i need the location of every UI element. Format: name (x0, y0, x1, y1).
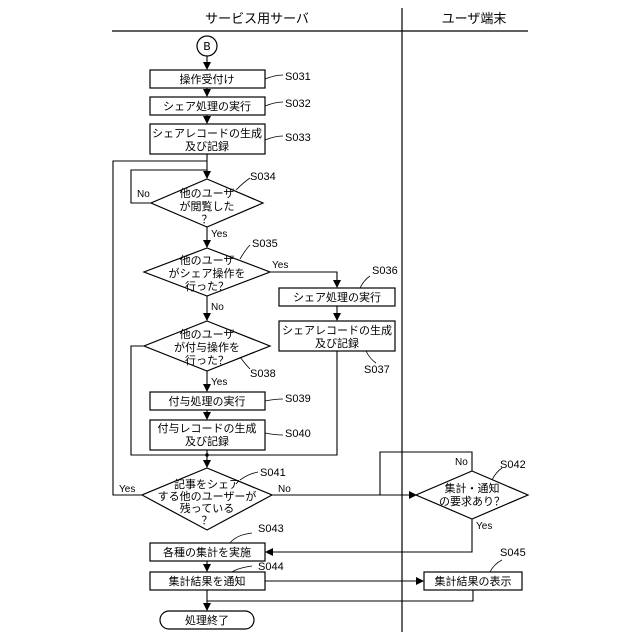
step-s033-line1: シェアレコードの生成 (152, 126, 262, 140)
ref-s034: S034 (250, 171, 276, 183)
s035-no-label: No (211, 302, 224, 313)
step-s031-text: 操作受付け (180, 72, 235, 86)
ref-s040: S040 (285, 428, 311, 440)
leader-s035 (240, 245, 250, 259)
step-s040-line1: 付与レコードの生成 (158, 421, 257, 435)
step-s037-line2: 及び記録 (315, 336, 359, 350)
s041-no-label: No (278, 484, 291, 495)
merge-point (205, 453, 209, 457)
decision-s038-line1: 他のユーザ (180, 328, 235, 341)
ref-s037: S037 (364, 364, 390, 376)
ref-s044: S044 (258, 561, 284, 573)
leader-s045 (490, 560, 502, 572)
ref-s031: S031 (285, 71, 311, 83)
ref-s035: S035 (252, 238, 278, 250)
leader-s041 (240, 472, 258, 480)
line-s045-back (207, 590, 473, 601)
step-s036-text: シェア処理の実行 (293, 290, 381, 304)
decision-s034-line2: が閲覧した (180, 199, 235, 213)
ref-s033: S033 (285, 132, 311, 144)
step-s033-line2: 及び記録 (185, 139, 229, 153)
leader-s044 (232, 566, 252, 572)
step-s032-text: シェア処理の実行 (163, 99, 251, 113)
decision-s034-line3: ？ (202, 213, 213, 226)
s042-no-label: No (455, 457, 468, 468)
s035-yes-label: Yes (272, 260, 288, 271)
s034-yes-label: Yes (211, 229, 227, 240)
ref-s045: S045 (500, 547, 526, 559)
s038-yes-label: Yes (211, 377, 227, 388)
arrow-s042-s043 (266, 519, 472, 552)
decision-s035-line3: 行った？ (185, 280, 229, 293)
decision-s038-line2: が付与操作を (174, 340, 240, 354)
decision-s034-line1: 他のユーザ (180, 187, 235, 200)
ref-s041: S041 (260, 467, 286, 479)
step-s040-line2: 及び記録 (185, 434, 229, 448)
leader-s036 (360, 276, 370, 288)
ref-s032: S032 (285, 98, 311, 110)
step-s039-text: 付与処理の実行 (169, 394, 246, 408)
ref-s039: S039 (285, 393, 311, 405)
leader-s037 (366, 351, 376, 363)
decision-s041-line2: する他のユーザーが (158, 489, 257, 503)
leader-s038 (240, 357, 250, 369)
step-s044-text: 集計結果を通知 (169, 574, 246, 588)
leader-s043 (230, 533, 252, 543)
leader-s032 (265, 102, 283, 106)
leader-s033 (265, 136, 283, 140)
decision-s035-line1: 他のユーザ (180, 254, 235, 267)
ref-s036: S036 (372, 265, 398, 277)
ref-s042: S042 (500, 459, 526, 471)
decision-s041-line3: 残っている (180, 501, 234, 515)
leader-s039 (265, 399, 283, 401)
decision-s041-line4: ？ (202, 514, 213, 527)
ref-s043: S043 (258, 523, 284, 535)
arrow-s035-s036 (270, 272, 337, 287)
decision-s042-line2: の要求あり？ (439, 495, 505, 508)
leader-s031 (265, 75, 283, 79)
s042-yes-label: Yes (476, 521, 492, 532)
step-s037-line1: シェアレコードの生成 (282, 323, 392, 337)
step-s045-text: 集計結果の表示 (435, 574, 512, 588)
s041-yes-label: Yes (119, 484, 135, 495)
leader-s034 (236, 178, 250, 190)
decision-s035-line2: がシェア操作を (169, 266, 246, 280)
s034-no-label: No (137, 189, 150, 200)
decision-s038-line3: 行った？ (185, 354, 229, 367)
lane-header-terminal: ユーザ端末 (442, 12, 507, 27)
decision-s041-line1: 記事をシェア (174, 477, 240, 491)
decision-s042-line1: 集計・通知 (445, 481, 500, 495)
leader-s040 (265, 433, 283, 435)
end-terminal-text: 処理終了 (185, 613, 229, 627)
step-s043-text: 各種の集計を実施 (163, 545, 251, 559)
ref-s038: S038 (250, 368, 276, 380)
lane-header-server: サービス用サーバ (205, 12, 309, 27)
connector-b-label: B (203, 40, 211, 53)
